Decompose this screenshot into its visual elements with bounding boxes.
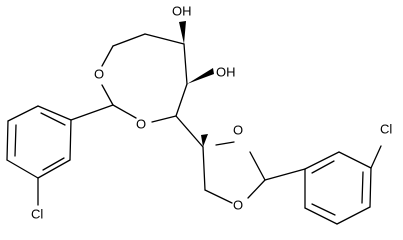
bond xyxy=(37,105,72,121)
wedge-bond-oh-right xyxy=(187,68,214,84)
bond xyxy=(101,84,114,106)
bond xyxy=(247,179,266,199)
wedge-bond-oh-top xyxy=(179,21,186,44)
bonds xyxy=(6,33,382,225)
atom-oh-top: OH xyxy=(172,3,192,18)
atom-labels: OH OH O O O O Cl Cl xyxy=(31,3,392,221)
wedge-bond-o-upper-ring5 xyxy=(201,134,208,147)
bond xyxy=(202,146,206,191)
bond xyxy=(144,33,185,45)
atom-cl-right: Cl xyxy=(380,121,392,136)
bond xyxy=(69,119,72,161)
bond xyxy=(112,104,137,119)
bond xyxy=(304,207,338,225)
atom-o-ring7-upper: O xyxy=(94,66,104,81)
bond xyxy=(40,112,66,126)
bond xyxy=(311,203,336,216)
bond xyxy=(336,206,371,225)
stereo-wedges xyxy=(179,21,214,147)
bond xyxy=(338,151,372,169)
atom-o-ring5-upper: O xyxy=(233,122,243,137)
bond xyxy=(264,168,306,181)
atom-o-ring5-lower: O xyxy=(233,197,243,212)
bond xyxy=(7,105,39,122)
bond xyxy=(175,115,204,148)
bond xyxy=(151,115,177,123)
bond xyxy=(204,189,233,204)
bond xyxy=(42,157,65,171)
bond xyxy=(311,160,335,174)
bond xyxy=(101,45,114,67)
bond xyxy=(37,159,71,179)
bond xyxy=(6,159,39,179)
bond xyxy=(183,43,188,85)
bond xyxy=(369,167,372,208)
bond xyxy=(112,33,146,47)
atom-cl-left: Cl xyxy=(31,206,43,221)
bond xyxy=(14,124,17,157)
bond xyxy=(70,104,114,121)
molecule-diagram: OH OH O O O O Cl Cl xyxy=(6,3,392,225)
bond xyxy=(249,151,266,181)
bond xyxy=(175,83,188,117)
bond xyxy=(361,171,364,204)
bond xyxy=(215,141,235,146)
bond xyxy=(304,151,340,170)
bond xyxy=(6,120,9,161)
atom-o-ring7-lower: O xyxy=(136,116,146,131)
atom-oh-right: OH xyxy=(216,64,236,79)
bond xyxy=(370,145,382,169)
